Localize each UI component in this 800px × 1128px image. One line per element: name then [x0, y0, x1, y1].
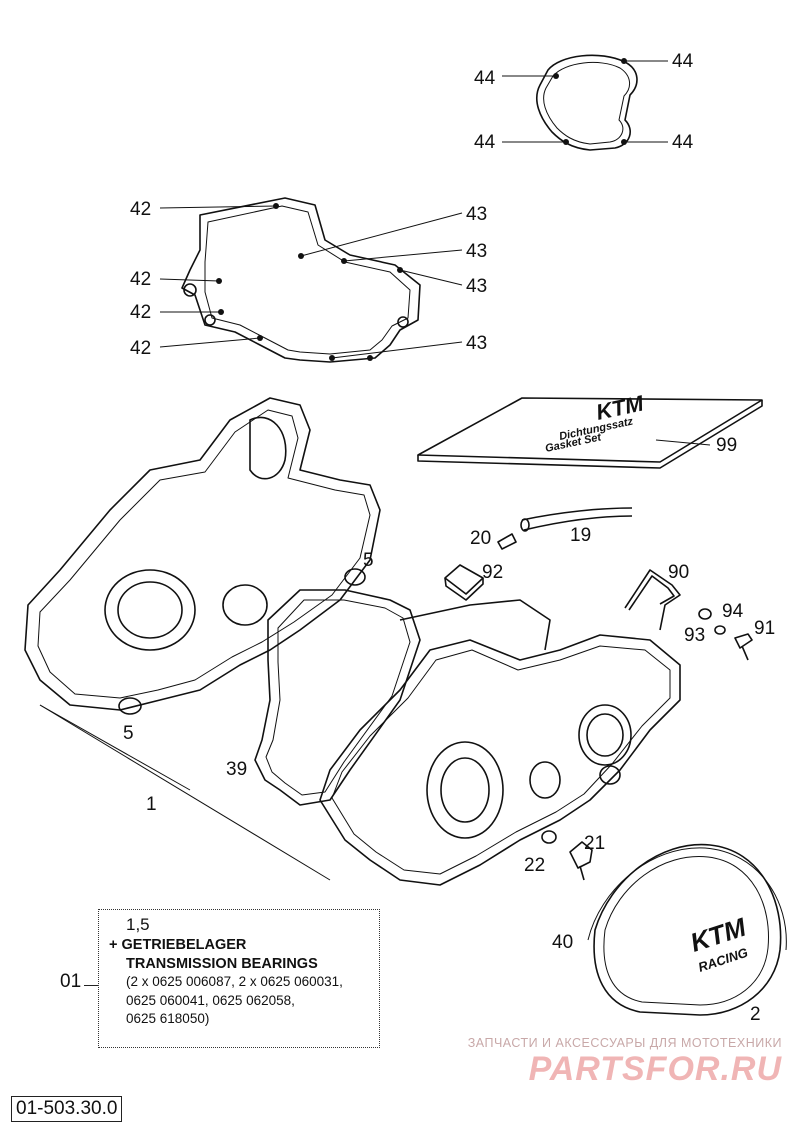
label-44-top-right: 44 [672, 51, 694, 72]
document-number: 01-503.30.0 [11, 1096, 123, 1122]
label-99: 99 [716, 435, 737, 456]
parts-note-line-3: TRANSMISSION BEARINGS [126, 955, 318, 972]
label-43-4: 43 [466, 333, 487, 354]
label-42-2: 42 [130, 269, 151, 290]
label-44-bottom-right: 44 [672, 132, 694, 153]
washer-22 [541, 830, 557, 844]
label-92: 92 [482, 562, 503, 583]
parts-note-box: 1,5 + GETRIEBELAGER TRANSMISSION BEARING… [98, 909, 380, 1048]
reference-label: 01 [60, 971, 82, 992]
label-94: 94 [722, 601, 744, 622]
label-22: 22 [524, 855, 545, 876]
label-2: 2 [750, 1004, 761, 1025]
label-43-2: 43 [466, 241, 487, 262]
parts-note-line-2: + GETRIEBELAGER [109, 937, 247, 953]
crankcase-right-half [319, 634, 681, 886]
reference-leader [84, 985, 98, 986]
booklet-print: KTM Dichtungssatz Gasket Set [544, 390, 646, 455]
watermark-tagline: ЗАПЧАСТИ И АКСЕССУАРЫ ДЛЯ МОТОТЕХНИКИ [467, 1036, 782, 1050]
label-5-lower: 5 [123, 723, 134, 744]
label-5-upper: 5 [363, 550, 374, 571]
crankcase-left-half [24, 397, 381, 711]
parts-note-line-4: (2 x 0625 006087, 2 x 0625 060031, [126, 974, 343, 989]
parts-note-line-6: 0625 618050) [126, 1011, 210, 1026]
label-43-3: 43 [466, 276, 487, 297]
ignition-cover-2 [593, 843, 782, 1016]
fastener-dots [216, 58, 627, 361]
label-42-3: 42 [130, 302, 151, 323]
label-39: 39 [226, 759, 247, 780]
gasket-44 [536, 54, 638, 151]
gasket-40 [587, 847, 787, 951]
leader-lines [39, 60, 711, 881]
label-91: 91 [754, 618, 775, 639]
label-90: 90 [668, 562, 689, 583]
bearing-5-lower [118, 697, 142, 715]
watermark: ЗАПЧАСТИ И АКСЕССУАРЫ ДЛЯ МОТОТЕХНИКИ PA… [468, 1036, 782, 1088]
gasket-booklet-99 [417, 397, 763, 469]
label-42-1: 42 [130, 199, 151, 220]
label-20: 20 [470, 528, 491, 549]
bracket-90 [624, 569, 681, 631]
nipple-20 [497, 533, 517, 550]
label-1: 1 [146, 794, 157, 815]
hose-19 [520, 507, 633, 532]
label-44-bottom-left: 44 [474, 132, 496, 153]
label-19: 19 [570, 525, 591, 546]
label-43-1: 43 [466, 204, 487, 225]
label-40: 40 [552, 932, 573, 953]
bolt-91 [734, 633, 753, 661]
label-44-top-left: 44 [474, 68, 496, 89]
parts-note-line-1: 1,5 [126, 915, 150, 934]
parts-note-line-5: 0625 060041, 0625 062058, [126, 992, 295, 1008]
label-42-4: 42 [130, 338, 151, 359]
cover-print: KTM RACING [687, 911, 751, 974]
part-labels: 44 44 44 44 42 42 42 42 43 43 43 43 99 2… [123, 51, 775, 1025]
gasket-39 [254, 589, 551, 806]
watermark-site: PARTSFOR.RU [528, 1050, 782, 1088]
label-21: 21 [584, 833, 605, 854]
gasket-42-43 [181, 197, 421, 363]
drain-plug-21 [569, 841, 593, 881]
washers-93-94 [698, 608, 726, 635]
label-93: 93 [684, 625, 705, 646]
part-92 [444, 564, 484, 601]
